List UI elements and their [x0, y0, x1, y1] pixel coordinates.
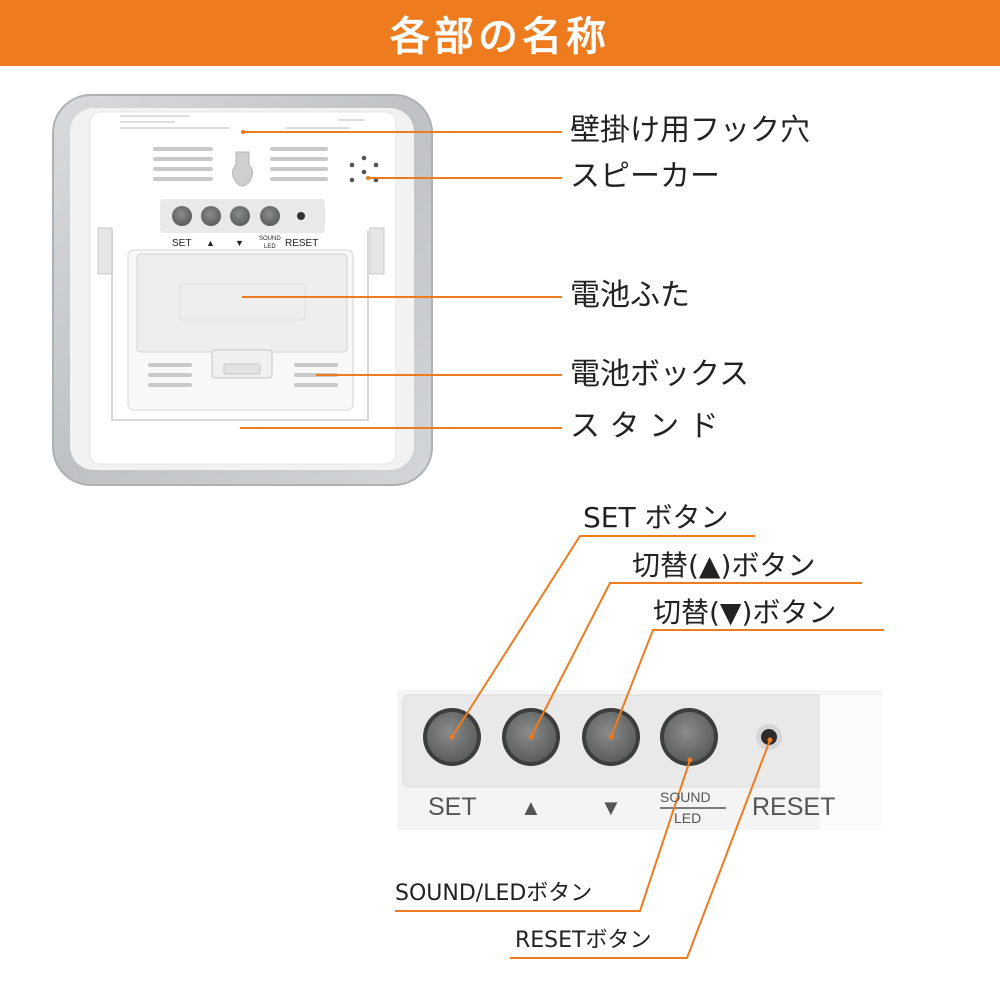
button-leader-dots — [449, 734, 773, 763]
stand-hinge-right — [369, 227, 385, 275]
vent-top-right — [270, 147, 328, 181]
clock-back — [52, 94, 433, 486]
label-down-button: 切替(▼)ボタン — [653, 596, 837, 629]
zoom-panel-edge — [820, 695, 882, 830]
zoom-sound-led-button[interactable] — [664, 712, 714, 762]
stand-frame — [111, 230, 369, 421]
vent-bottom-left — [148, 363, 192, 387]
zoom-set-label: SET — [428, 793, 477, 821]
back-led-label: LED — [264, 244, 276, 250]
printed-info — [120, 115, 365, 129]
button-leader-lines — [395, 535, 884, 959]
zoom-down-label: ▼ — [600, 795, 622, 820]
back-down-label: ▼ — [235, 238, 244, 248]
back-up-button[interactable] — [201, 206, 221, 226]
label-speaker: スピーカー — [570, 159, 720, 194]
back-sound-label: SOUND — [259, 236, 281, 242]
zoom-reset-label: RESET — [752, 793, 836, 821]
label-hook-hole: 壁掛け用フック穴 — [570, 113, 810, 148]
part-leader-lines — [240, 131, 562, 429]
label-battery-box: 電池ボックス — [570, 357, 750, 392]
battery-cover — [136, 253, 348, 353]
back-set-label: SET — [172, 238, 192, 249]
page-title: 各部の名称 — [390, 14, 610, 60]
part-leader-dots — [241, 130, 370, 180]
zoom-reset-button[interactable] — [761, 729, 777, 745]
battery-cover-emboss — [179, 283, 306, 321]
back-set-button[interactable] — [172, 206, 192, 226]
label-reset-button: RESETボタン — [515, 928, 652, 953]
back-down-button[interactable] — [230, 206, 250, 226]
stand-hinge-left — [97, 227, 113, 275]
hook-hole — [232, 151, 253, 187]
zoom-led-label: LED — [674, 810, 702, 826]
vent-top-left — [153, 147, 213, 181]
label-battery-cover: 電池ふた — [570, 278, 690, 313]
label-set-button: SET ボタン — [583, 501, 729, 534]
zoom-sound-label: SOUND — [660, 789, 711, 805]
label-sound-led-button: SOUND/LEDボタン — [395, 881, 593, 906]
back-reset-label: RESET — [285, 238, 319, 249]
header-banner: 各部の名称 — [0, 0, 1000, 66]
label-up-button: 切替(▲)ボタン — [632, 549, 816, 582]
zoom-up-label: ▲ — [520, 795, 542, 820]
back-up-label: ▲ — [206, 238, 215, 248]
label-stand: ス タ ン ド — [570, 409, 719, 444]
back-sound-led-button[interactable] — [260, 206, 280, 226]
back-reset-button[interactable] — [297, 212, 305, 220]
